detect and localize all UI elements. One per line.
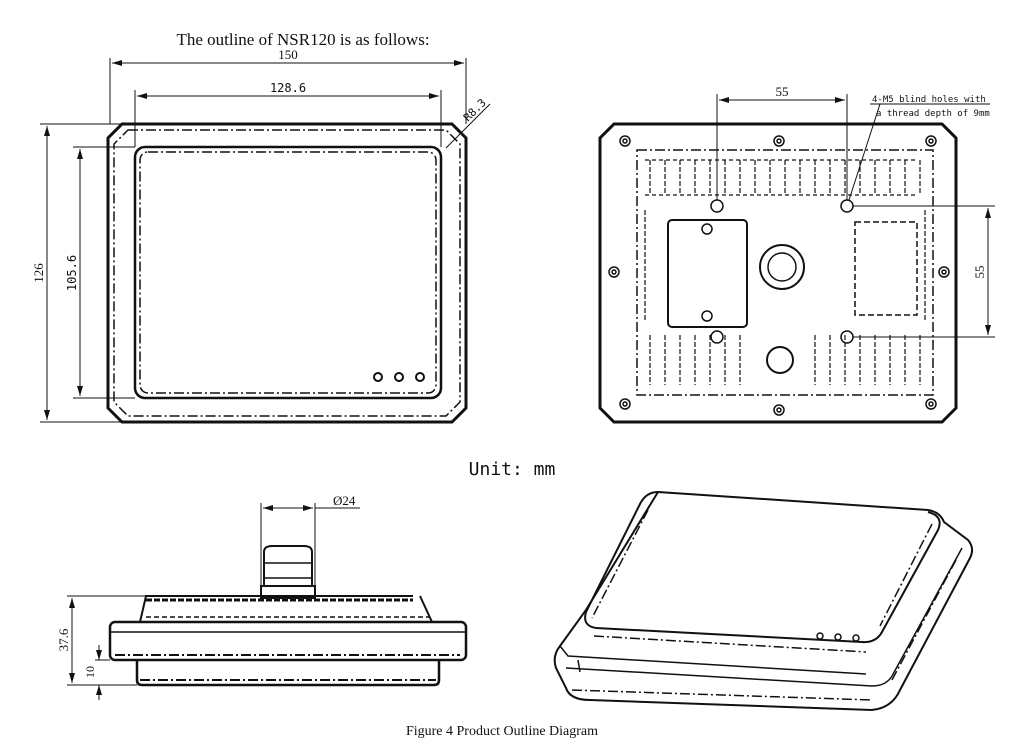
dim-width-outer: 150 bbox=[278, 47, 298, 62]
rear-view: 55 55 4-M5 blind holes with a thread dep… bbox=[598, 84, 995, 424]
hole-note-line1: 4-M5 blind holes with bbox=[872, 95, 986, 105]
dim-diameter: Ø24 bbox=[333, 493, 356, 508]
dim-hole-spacing-v: 55 bbox=[972, 266, 987, 279]
side-view: Ø24 37.6 10 bbox=[56, 493, 468, 700]
dim-height-outer: 126 bbox=[31, 263, 46, 283]
dim-radius: R8.3 bbox=[461, 96, 489, 124]
isometric-view bbox=[553, 490, 974, 712]
hole-note-line2: a thread depth of 9mm bbox=[876, 109, 990, 119]
unit-label: Unit: mm bbox=[469, 459, 556, 480]
diagram-title: The outline of NSR120 is as follows: bbox=[176, 30, 429, 49]
dim-height-base: 10 bbox=[83, 666, 97, 678]
front-view: 150 128.6 126 105.6 R8.3 bbox=[31, 47, 491, 424]
dim-height-total: 37.6 bbox=[56, 628, 71, 651]
dim-hole-spacing-h: 55 bbox=[776, 84, 789, 99]
dim-width-inner: 128.6 bbox=[270, 81, 306, 95]
figure-caption: Figure 4 Product Outline Diagram bbox=[406, 724, 598, 739]
dim-height-inner: 105.6 bbox=[65, 255, 79, 291]
